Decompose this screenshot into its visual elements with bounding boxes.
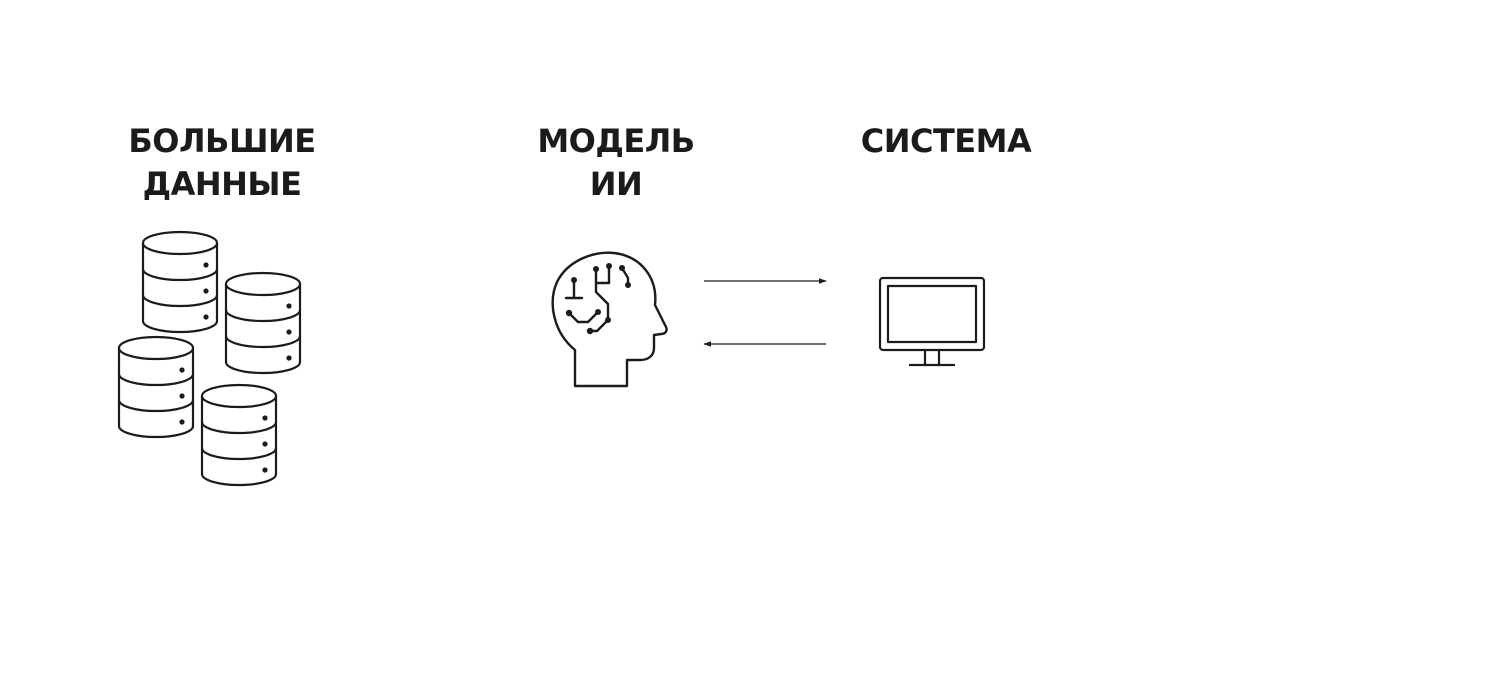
system-label-line1: СИСТЕМА <box>860 122 1032 160</box>
brain-head-icon <box>551 251 668 388</box>
monitor-icon <box>878 276 986 367</box>
database-icon <box>117 335 195 439</box>
big-data-label-line2: ДАННЫЕ <box>142 165 302 203</box>
big-data-label-line1: БОЛЬШИЕ <box>128 122 316 160</box>
ai-model-label-line2: ИИ <box>589 165 643 203</box>
big-data-label: БОЛЬШИЕ ДАННЫЕ <box>92 120 352 206</box>
ai-model-label: МОДЕЛЬ ИИ <box>486 120 746 206</box>
system-label: СИСТЕМА <box>816 120 1076 163</box>
database-stack-icon <box>117 230 302 487</box>
ai-model-label-line1: МОДЕЛЬ <box>537 122 695 160</box>
database-icon <box>200 383 278 487</box>
database-icon <box>224 271 302 375</box>
database-icon <box>141 230 219 334</box>
